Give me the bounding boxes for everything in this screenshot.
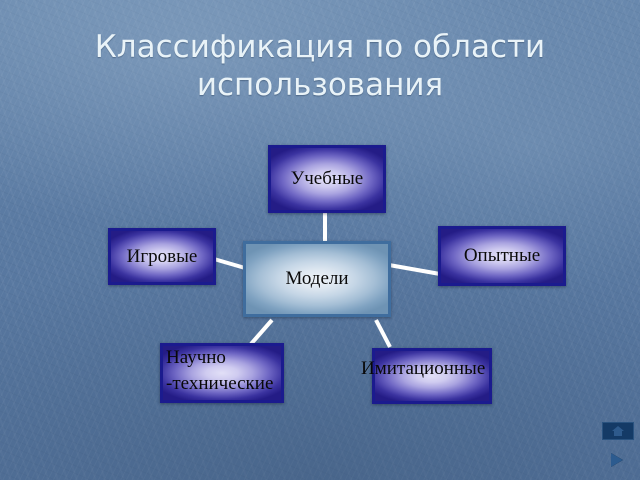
- connector-modeli-opytnye: [388, 263, 441, 276]
- node-label: Модели: [285, 268, 349, 289]
- slideshow-navigation: [600, 422, 634, 476]
- node-label: Игровые: [126, 245, 198, 267]
- diagram-node-opytnye[interactable]: Опытные: [438, 226, 566, 286]
- diagram-node-uchebnye[interactable]: Учебные: [268, 145, 386, 213]
- node-label: Учебные: [290, 168, 364, 189]
- diagram-node-nauchno-tekhnicheskie[interactable]: [160, 343, 284, 403]
- home-button[interactable]: [602, 422, 634, 440]
- diagram-node-igrovye[interactable]: Игровые: [108, 228, 216, 285]
- home-icon: [612, 426, 624, 436]
- next-slide-button[interactable]: [604, 449, 630, 471]
- connector-modeli-nauchno: [249, 318, 274, 346]
- diagram-node-modeli[interactable]: Модели: [243, 241, 391, 317]
- connector-modeli-imitatsionnye: [374, 319, 392, 348]
- page-title: Классификация по области использования: [94, 29, 546, 104]
- connector-modeli-igrovye: [213, 257, 246, 270]
- play-triangle-icon: [611, 453, 623, 467]
- diagram-node-imitatsionnye[interactable]: [372, 348, 492, 404]
- node-label: Опытные: [463, 245, 541, 266]
